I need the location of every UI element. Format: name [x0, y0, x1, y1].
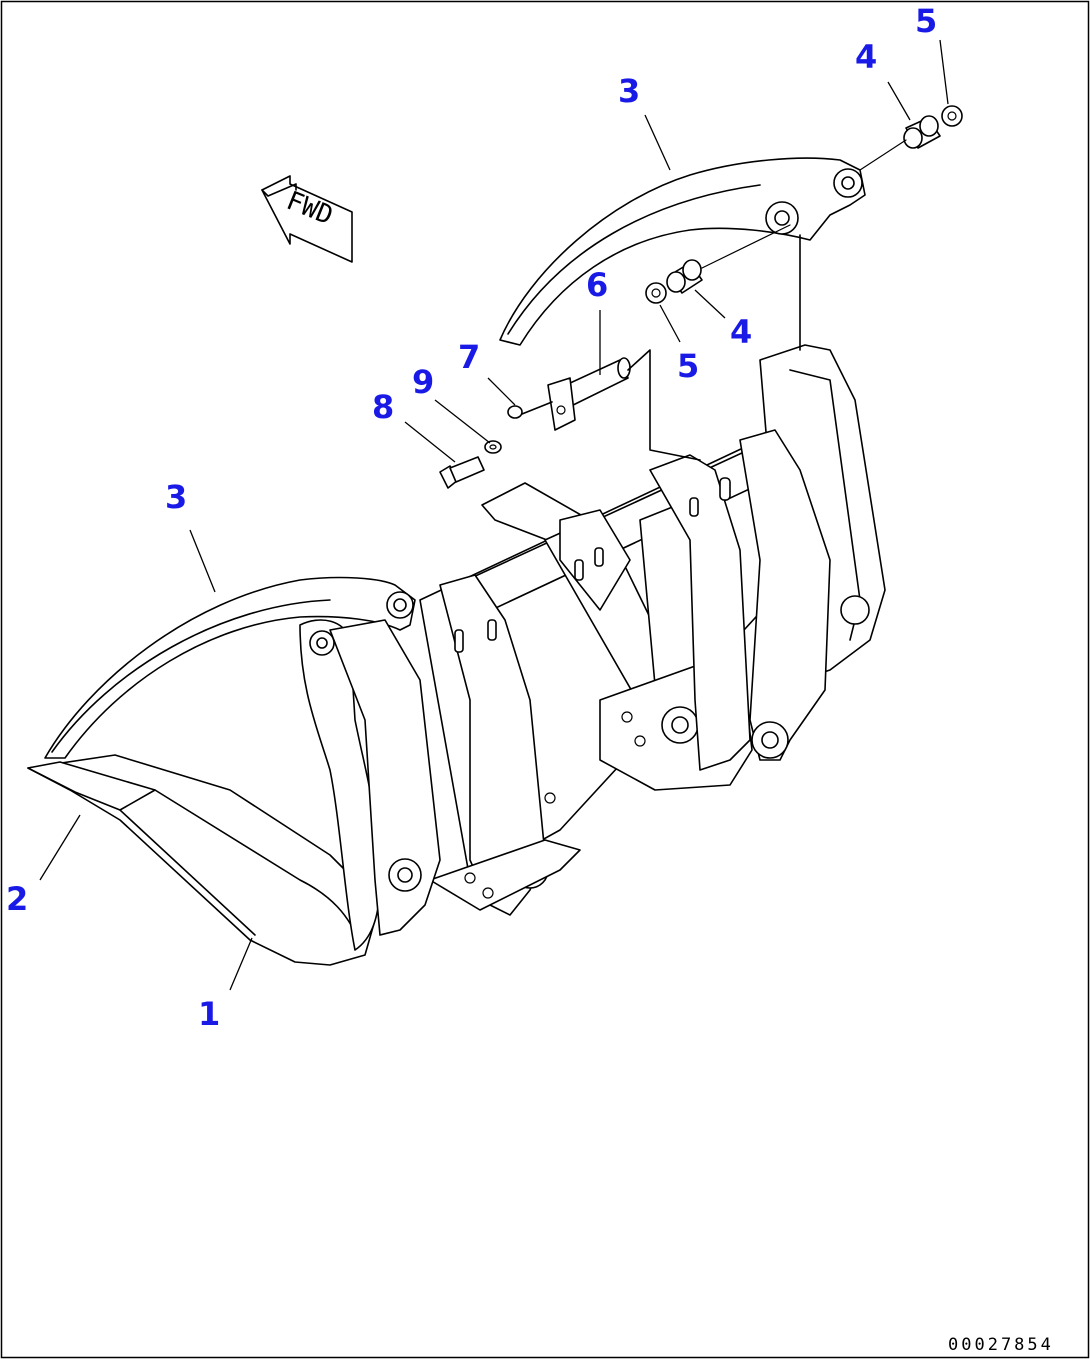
callout-6: 6	[586, 266, 608, 304]
nut-lower	[645, 282, 667, 304]
callout-5-upper: 5	[915, 2, 937, 40]
bolt	[439, 456, 485, 489]
callout-4-upper: 4	[855, 38, 877, 76]
callouts: 1 2 3 3 4 4 5 5 6 7 8 9	[6, 2, 937, 1033]
grapple-arm-upper	[499, 157, 866, 351]
callout-4-lower: 4	[730, 313, 752, 351]
bushing-lower	[666, 259, 703, 294]
fwd-arrow: FWD	[261, 175, 353, 263]
grapple-frame	[419, 344, 886, 916]
bucket-tine	[27, 619, 441, 966]
callout-8: 8	[372, 388, 394, 426]
callout-3-lower: 3	[165, 478, 187, 516]
callout-9: 9	[412, 363, 434, 401]
pin-assembly	[547, 349, 701, 461]
callout-3-upper: 3	[618, 72, 640, 110]
nut-upper	[941, 105, 963, 127]
drawing-code: 00027854	[948, 1335, 1054, 1355]
grapple-arm-lower	[44, 576, 416, 759]
grease-fitting	[507, 401, 553, 419]
leader-lines	[39, 39, 949, 991]
callout-5-lower: 5	[677, 347, 699, 385]
callout-2: 2	[6, 880, 28, 918]
callout-7: 7	[458, 338, 480, 376]
washer	[484, 440, 502, 454]
callout-1: 1	[198, 995, 220, 1033]
bushing-upper	[903, 115, 941, 149]
